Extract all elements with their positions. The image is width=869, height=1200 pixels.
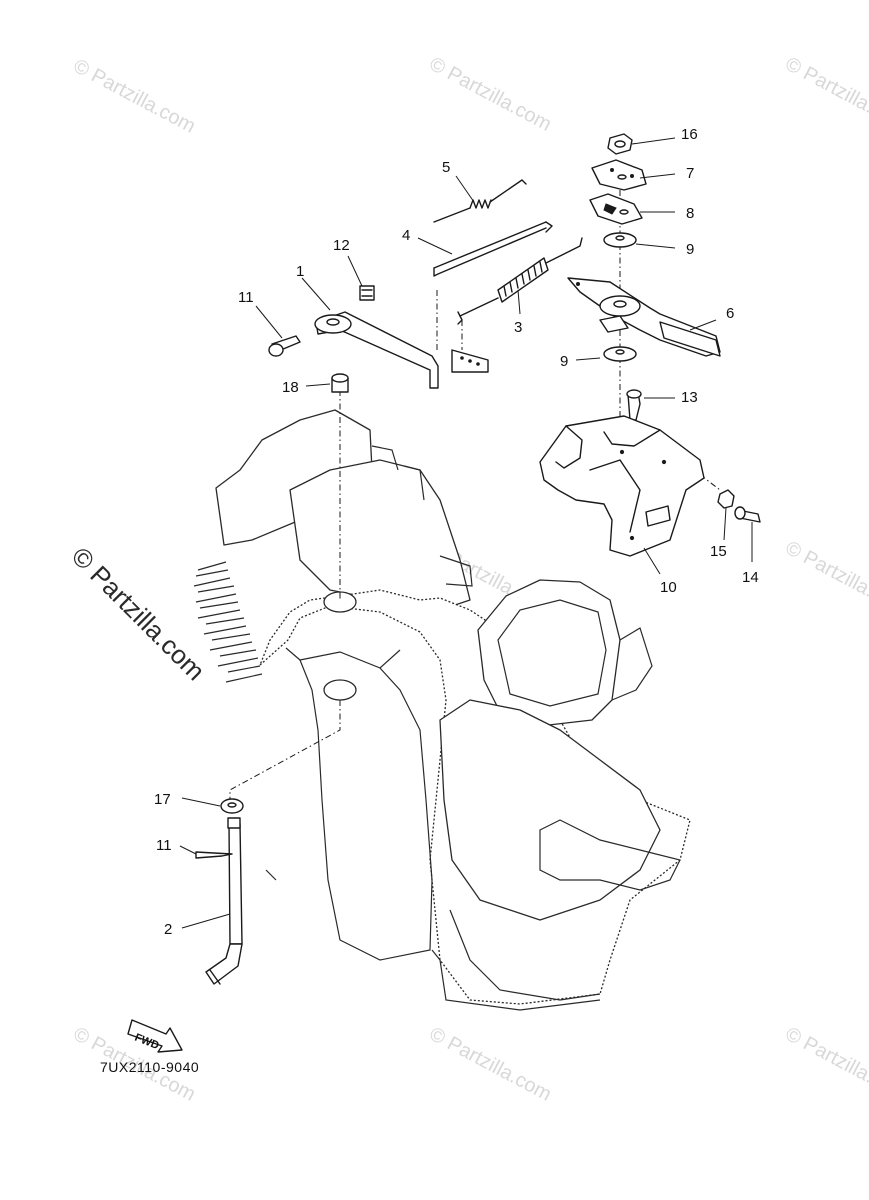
callout-16: 15: [710, 543, 727, 560]
callout-10: 10: [660, 579, 677, 596]
part-10-bracket: [539, 415, 705, 557]
part-6-selector-lever: [567, 277, 721, 357]
callout-19: 18: [282, 379, 299, 396]
callout-9-upper: 9: [686, 241, 694, 258]
callout-3: 3: [514, 319, 522, 336]
callout-6: 6: [726, 305, 734, 322]
callout-13: 12: [333, 237, 350, 254]
part-1-lever: [314, 311, 489, 389]
callout-18: 17: [154, 791, 171, 808]
callout-4: 4: [402, 227, 410, 244]
watermark-mid-right: © Partzilla.com: [782, 537, 869, 620]
watermark-prominent: © Partzilla.com: [66, 541, 211, 686]
callouts: 16 7 8 9 5 4 12 1 11 3 6 9 13 18 15 14 1…: [154, 126, 759, 938]
callout-15: 14: [742, 569, 759, 586]
watermark-bottom-right: © Partzilla.com: [782, 1023, 869, 1106]
part-16-nut: [717, 489, 735, 509]
leader-lines: [179, 137, 753, 929]
part-4-rod: [433, 221, 553, 277]
part-17-nut: [607, 133, 633, 155]
part-7-plate: [591, 159, 647, 191]
part-14-bolt: [626, 389, 642, 421]
diagram-code: 7UX2110-9040: [100, 1059, 199, 1075]
part-13-clip: [359, 285, 375, 301]
callout-17: 16: [681, 126, 698, 143]
callout-7: 7: [686, 165, 694, 182]
callout-8: 8: [686, 205, 694, 222]
cylinder-fins: [193, 409, 373, 683]
fwd-arrow: FWD: [127, 1019, 183, 1053]
part-18-washer: [220, 798, 244, 814]
callout-9-lower: 9: [560, 353, 568, 370]
part-2-shift-shaft: [205, 817, 243, 985]
part-5-spring: [433, 179, 527, 223]
callout-5: 5: [442, 159, 450, 176]
callout-14: 13: [681, 389, 698, 406]
part-12-bolt: [268, 335, 301, 357]
part-15-bolt: [734, 506, 761, 523]
watermark-top-right: © Partzilla.com: [782, 53, 869, 136]
watermark-top-left: © Partzilla.com: [70, 55, 199, 138]
part-9-washer-upper: [603, 232, 637, 248]
watermark-top-center: © Partzilla.com: [426, 53, 555, 136]
part-8-plate: [589, 193, 643, 225]
part-9-washer-lower: [603, 346, 637, 362]
engine-assembly: [193, 409, 691, 1011]
callout-1: 1: [296, 263, 304, 280]
part-3-spring: [457, 237, 583, 325]
callout-2: 2: [164, 921, 172, 938]
part-11-clip: [195, 851, 233, 859]
callout-12: 11: [238, 289, 254, 306]
watermark-bottom-center: © Partzilla.com: [426, 1023, 555, 1106]
callout-11-text: 11: [156, 837, 172, 854]
part-19-collar: [331, 373, 349, 393]
